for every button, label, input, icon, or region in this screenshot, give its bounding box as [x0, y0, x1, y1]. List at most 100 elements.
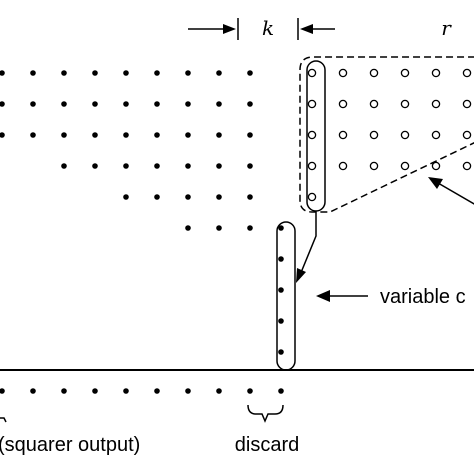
filled-dot [30, 70, 36, 76]
filled-dot [185, 225, 191, 231]
variable-callout: variable c [316, 286, 466, 308]
variable-dot [278, 256, 284, 262]
hollow-dot [369, 161, 379, 171]
filled-dot [123, 101, 129, 107]
bottom-dot [154, 388, 160, 394]
filled-dot [123, 194, 129, 200]
filled-dot [92, 70, 98, 76]
filled-dot [0, 132, 5, 138]
frame [0, 369, 474, 371]
region-arrow-line [437, 182, 474, 205]
variable-arrowhead [316, 290, 330, 302]
variable-dot [278, 287, 284, 293]
k-arrowhead-right [300, 24, 313, 34]
filled-dot [0, 101, 5, 107]
hollow-dot [307, 161, 317, 171]
filled-dot [123, 132, 129, 138]
filled-dot [247, 101, 253, 107]
filled-dot [30, 101, 36, 107]
filled-dot [247, 132, 253, 138]
k-dimension: k [188, 16, 335, 40]
filled-dot [0, 70, 5, 76]
hollow-dot [462, 130, 472, 140]
filled-dot [123, 163, 129, 169]
filled-dot [61, 70, 67, 76]
filled-dot [61, 163, 67, 169]
region-arrowhead [428, 177, 443, 189]
filled-dot [154, 101, 160, 107]
hollow-dot [462, 161, 472, 171]
hollow-dot [307, 99, 317, 109]
hollow-dot [400, 130, 410, 140]
hollow-dot [431, 130, 441, 140]
bottom-dot [216, 388, 222, 394]
bottom-dot [0, 388, 5, 394]
region-arrow [428, 177, 474, 205]
discard-label: discard [235, 434, 299, 456]
filled-dot [216, 70, 222, 76]
hollow-dot [307, 130, 317, 140]
filled-dot [30, 132, 36, 138]
filled-dot [185, 194, 191, 200]
hollow-dot [431, 161, 441, 171]
filled-dot [92, 132, 98, 138]
hollow-dot [462, 99, 472, 109]
hollow-dot [369, 68, 379, 78]
bottom-dot [92, 388, 98, 394]
filled-dot [61, 101, 67, 107]
k-label: k [262, 16, 274, 40]
k-arrowhead-left [223, 24, 236, 34]
variable-dot [278, 318, 284, 324]
bottom-dot [247, 388, 253, 394]
hollow-dot [431, 99, 441, 109]
filled-dot [154, 163, 160, 169]
filled-dot [185, 101, 191, 107]
filled-dot [216, 194, 222, 200]
hollow-dot [338, 130, 348, 140]
bottom-dot [278, 388, 284, 394]
r-label: r [441, 16, 452, 40]
filled-dot [247, 194, 253, 200]
bottom-dot-row [0, 388, 284, 394]
column-connector [296, 211, 317, 283]
hollow-dot-grid [307, 68, 472, 202]
variable-label: variable c [380, 286, 466, 308]
hollow-dot [400, 68, 410, 78]
variable-column-oval [276, 221, 296, 371]
bottom-dot [123, 388, 129, 394]
filled-dot [247, 225, 253, 231]
hollow-dot [400, 99, 410, 109]
hollow-dot [338, 99, 348, 109]
hollow-dot [462, 68, 472, 78]
filled-dot [154, 132, 160, 138]
filled-dot [247, 163, 253, 169]
filled-dot [247, 70, 253, 76]
filled-dot [185, 132, 191, 138]
bottom-dot [30, 388, 36, 394]
hollow-dot [338, 68, 348, 78]
hollow-dot [400, 161, 410, 171]
filled-dot [92, 163, 98, 169]
filled-dot [61, 132, 67, 138]
bottom-dot [185, 388, 191, 394]
filled-dot [216, 163, 222, 169]
hollow-dot [338, 161, 348, 171]
discard-brace [247, 404, 284, 423]
hollow-dot [307, 192, 317, 202]
filled-dot [216, 101, 222, 107]
filled-dot [216, 132, 222, 138]
hollow-dot [431, 68, 441, 78]
hollow-dot [369, 130, 379, 140]
filled-dot [154, 70, 160, 76]
connector-arrowhead [296, 268, 306, 283]
filled-dot-grid [0, 70, 284, 355]
filled-dot [185, 70, 191, 76]
filled-dot [92, 101, 98, 107]
bottom-dot [61, 388, 67, 394]
connector-line [299, 211, 317, 276]
filled-dot [185, 163, 191, 169]
dashed-region [299, 56, 474, 213]
hollow-dot [369, 99, 379, 109]
hollow-dot [307, 68, 317, 78]
